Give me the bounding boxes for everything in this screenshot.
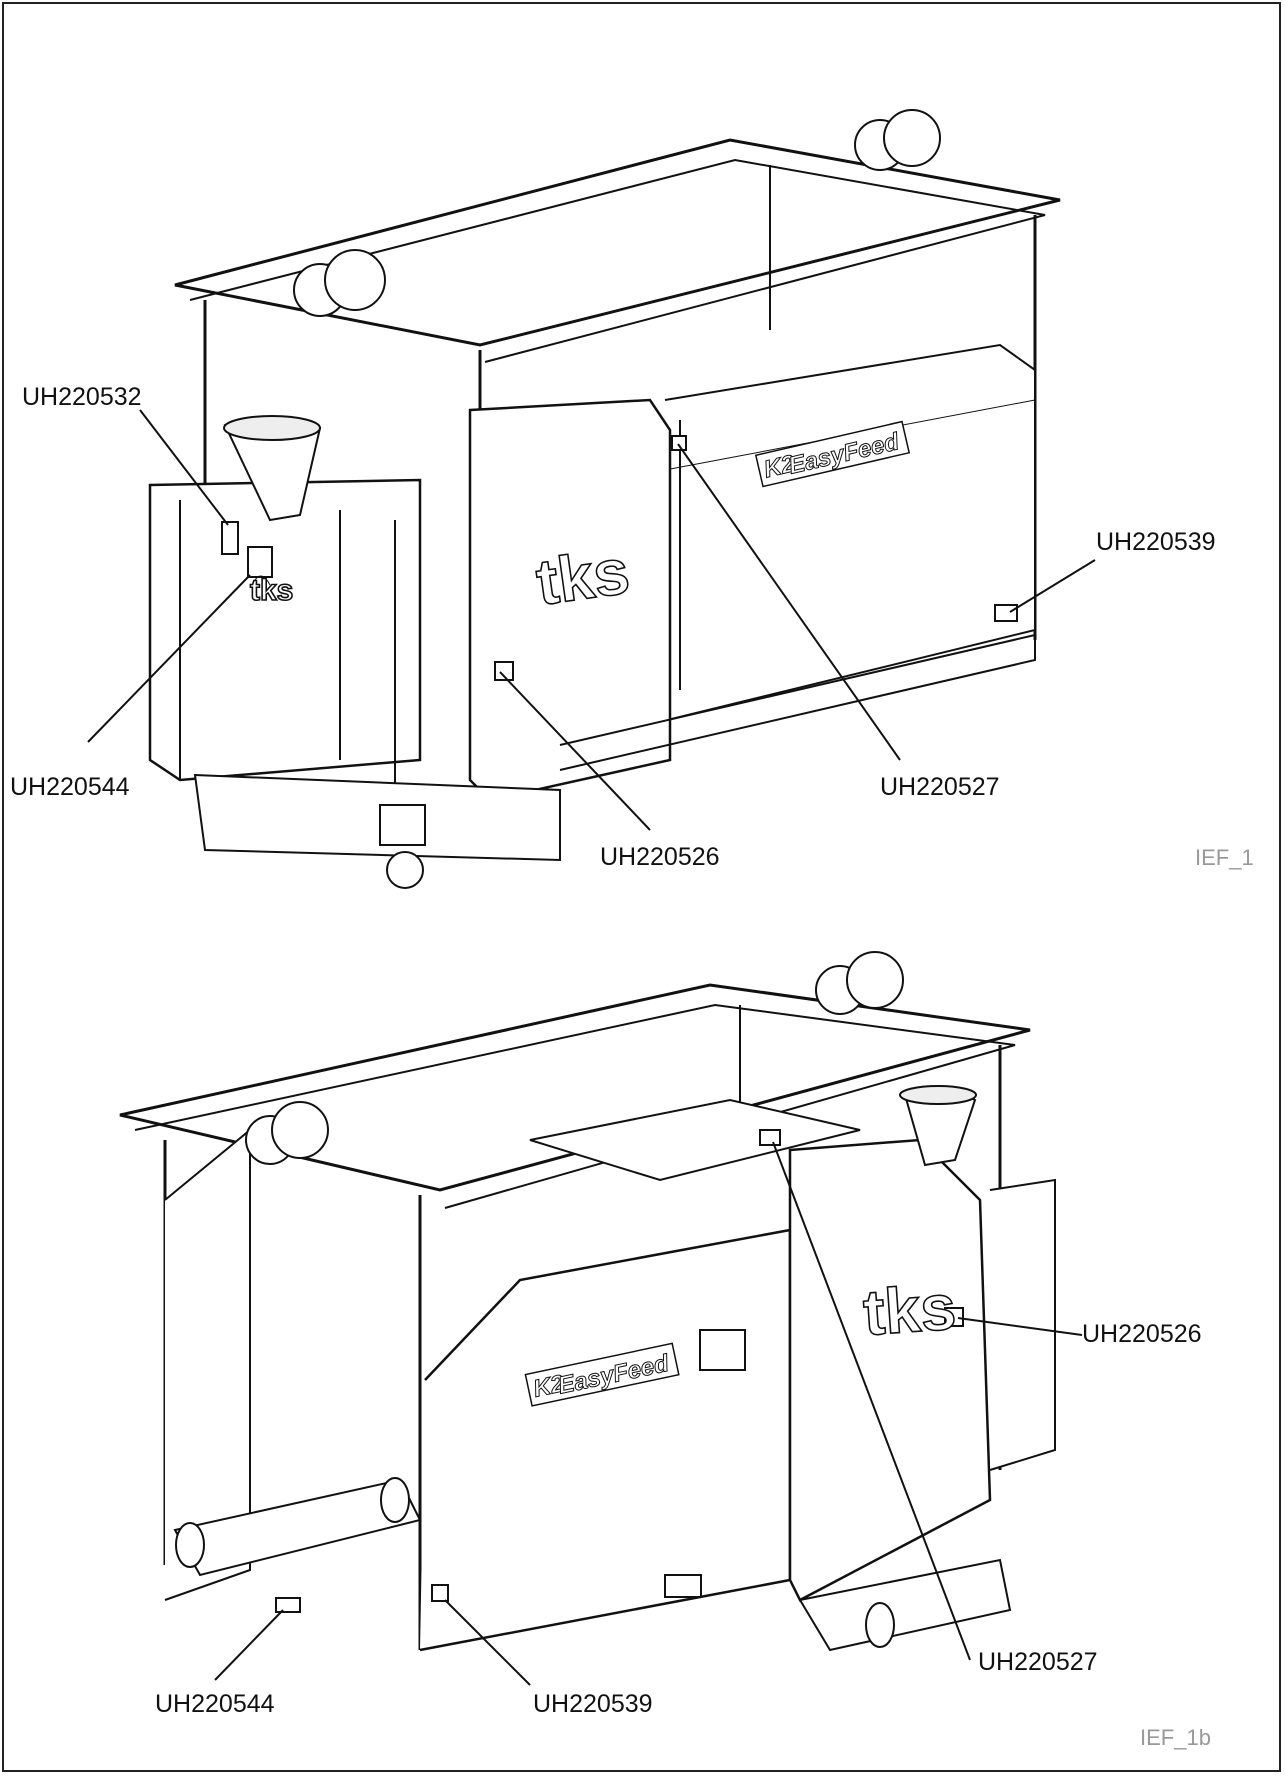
figure-id-bottom: IEF_1b xyxy=(1140,1725,1211,1750)
trolley-wheel-bottom-right xyxy=(815,951,904,1015)
trolley-wheel-bottom-left xyxy=(245,1101,329,1165)
motor-top xyxy=(379,804,426,889)
callout-uh220544-bottom: UH220544 xyxy=(155,1690,275,1718)
callout-uh220526-bottom: UH220526 xyxy=(1082,1320,1202,1348)
model-prefix-bottom: K2 xyxy=(531,1370,567,1403)
brand-logo-top: tks xyxy=(532,535,634,619)
trolley-wheel-top-left xyxy=(293,249,386,317)
callout-uh220527-bottom: UH220527 xyxy=(978,1648,1098,1676)
callout-uh220526-top: UH220526 xyxy=(600,843,720,871)
figure-id-top: IEF_1 xyxy=(1195,845,1254,870)
machine-drawing-bottom xyxy=(119,951,1056,1652)
brand-logo-bottom: tks xyxy=(861,1271,958,1349)
brand-logo-small-top: tks xyxy=(250,574,293,607)
callout-uh220532-top: UH220532 xyxy=(22,383,142,411)
leader-lines-top xyxy=(87,409,1096,831)
leader-lines-bottom xyxy=(214,1141,1083,1686)
callout-uh220544-top: UH220544 xyxy=(10,773,130,801)
callout-uh220527-top: UH220527 xyxy=(880,773,1000,801)
callout-uh220539-top: UH220539 xyxy=(1096,528,1216,556)
machine-drawing-top xyxy=(148,109,1061,889)
trolley-wheel-top-right xyxy=(854,109,941,171)
callout-uh220539-bottom: UH220539 xyxy=(533,1690,653,1718)
